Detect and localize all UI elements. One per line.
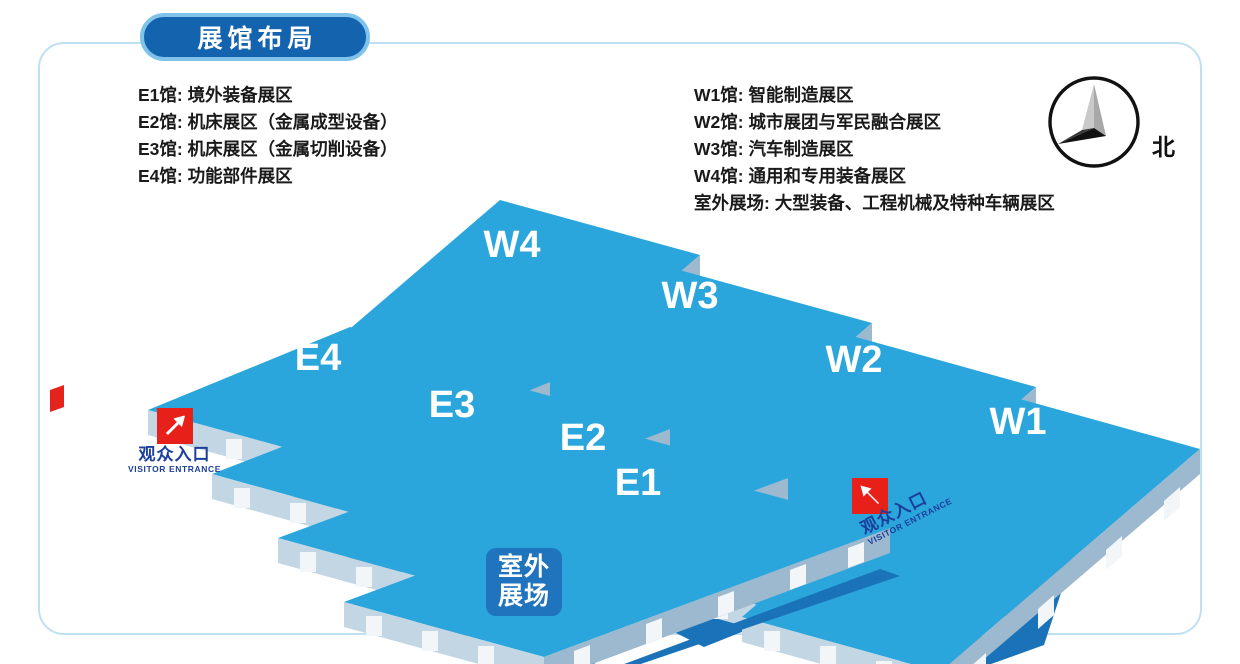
- exhibition-hall-map: W4 W3 W2: [50, 200, 1200, 664]
- legend-item: W4馆: 通用和专用装备展区: [694, 166, 906, 186]
- legend-item: 室外展场: 大型装备、工程机械及特种车辆展区: [694, 193, 1055, 213]
- visitor-entrance-left[interactable]: 观众入口 VISITOR ENTRANCE: [128, 408, 221, 475]
- hall-label-E3: E3: [429, 384, 475, 426]
- legend-item: E1馆: 境外装备展区: [138, 85, 293, 105]
- legend-item: E2馆: 机床展区（金属成型设备）: [138, 112, 398, 132]
- hall-door-marker-e4: [50, 385, 64, 412]
- outdoor-venue-tag[interactable]: 室外 展场: [486, 548, 562, 616]
- legend-item: W2馆: 城市展团与军民融合展区: [694, 112, 941, 132]
- legend-item: W1馆: 智能制造展区: [694, 85, 854, 105]
- compass: 北: [1046, 74, 1196, 170]
- hall-block-E1[interactable]: E1: [344, 462, 900, 664]
- legend-item: E4馆: 功能部件展区: [138, 166, 293, 186]
- hall-label-E1: E1: [615, 462, 661, 504]
- outdoor-venue-line1: 室外: [497, 553, 550, 581]
- hall-label-W1: W1: [990, 401, 1047, 443]
- hall-block-W1[interactable]: W1: [742, 394, 1200, 664]
- compass-north-icon: [1048, 76, 1140, 168]
- arrow-up-left-icon: [852, 478, 888, 514]
- page-title-badge: 展馆布局: [140, 13, 370, 61]
- hall-label-E2: E2: [560, 417, 606, 459]
- legend-west-halls: W1馆: 智能制造展区 W2馆: 城市展团与军民融合展区 W3馆: 汽车制造展区…: [694, 82, 1055, 217]
- entrance-label-cn: 观众入口: [138, 445, 211, 464]
- hall-label-W4: W4: [484, 224, 541, 266]
- legend-item: W3馆: 汽车制造展区: [694, 139, 854, 159]
- hall-label-W2: W2: [826, 339, 883, 381]
- page-title: 展馆布局: [197, 25, 318, 53]
- legend-item: E3馆: 机床展区（金属切削设备）: [138, 139, 398, 159]
- hall-label-E4: E4: [295, 337, 341, 379]
- visitor-entrance-right[interactable]: 观众入口 VISITOR ENTRANCE: [852, 478, 954, 547]
- entrance-label-en: VISITOR ENTRANCE: [128, 464, 222, 474]
- arrow-up-right-icon: [156, 408, 193, 444]
- hall-label-W3: W3: [662, 275, 719, 317]
- compass-label: 北: [1152, 134, 1175, 160]
- outdoor-venue-line2: 展场: [497, 582, 550, 610]
- legend-east-halls: E1馆: 境外装备展区 E2馆: 机床展区（金属成型设备） E3馆: 机床展区（…: [138, 82, 398, 190]
